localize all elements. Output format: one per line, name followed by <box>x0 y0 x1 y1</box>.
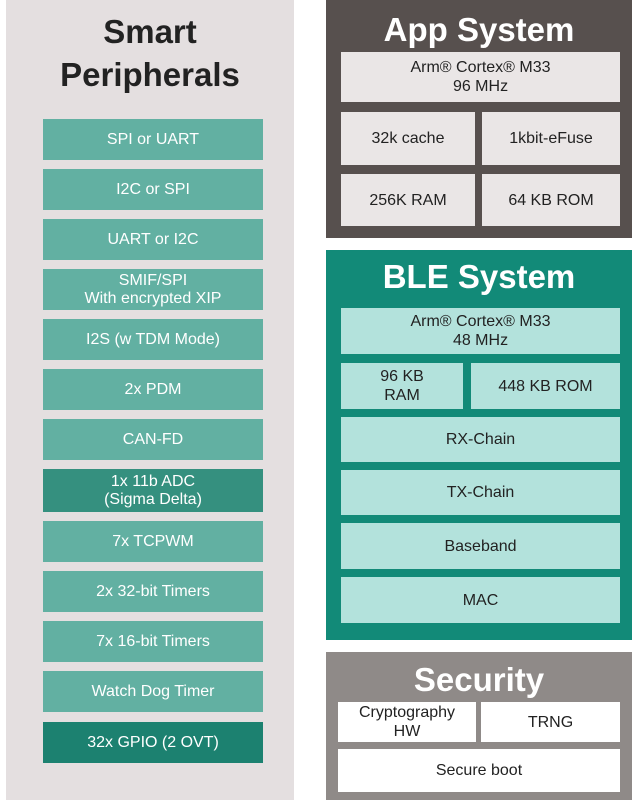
peripheral-can-fd: CAN-FD <box>43 419 263 460</box>
ble-ram-box: 96 KB RAM <box>341 363 463 409</box>
ble-cpu-name: Arm® Cortex® M33 <box>410 313 551 330</box>
app-efuse-label: 1kbit-eFuse <box>509 130 593 147</box>
peripheral-16bit-timers: 7x 16-bit Timers <box>43 621 263 662</box>
app-cache-box: 32k cache <box>341 112 475 165</box>
peripheral-smif-spi: SMIF/SPI With encrypted XIP <box>43 269 263 310</box>
security-secure-boot-label: Secure boot <box>435 762 523 779</box>
security-trng-label: TRNG <box>527 713 574 731</box>
peripheral-i2c-spi: I2C or SPI <box>43 169 263 210</box>
security-panel: Security Cryptography HW TRNG Secure boo… <box>326 652 632 800</box>
ble-mac-label: MAC <box>462 591 499 609</box>
peripheral-pdm: 2x PDM <box>43 369 263 410</box>
ble-tx-chain-label: TX-Chain <box>446 484 515 501</box>
ble-ram-label: RAM <box>384 387 420 404</box>
peripheral-spi-uart: SPI or UART <box>43 119 263 160</box>
ble-system-title: BLE System <box>382 258 576 295</box>
app-system-panel: App System Arm® Cortex® M33 96 MHz 32k c… <box>326 0 632 238</box>
peripheral-label: 1x 11b ADC <box>110 472 196 490</box>
ble-tx-chain-box: TX-Chain <box>341 470 620 515</box>
peripheral-tcpwm: 7x TCPWM <box>43 521 263 562</box>
peripheral-label: CAN-FD <box>122 430 184 448</box>
app-cpu-name: Arm® Cortex® M33 <box>410 59 551 76</box>
peripheral-label: UART or I2C <box>107 230 199 248</box>
app-ram-label: 256K RAM <box>369 191 447 209</box>
app-system-title: App System <box>383 11 575 48</box>
ble-system-panel: BLE System Arm® Cortex® M33 48 MHz 96 KB… <box>326 250 632 640</box>
ble-rom-box: 448 KB ROM <box>471 363 620 409</box>
app-cache-label: 32k cache <box>371 130 445 147</box>
ble-rx-chain-box: RX-Chain <box>341 417 620 462</box>
peripheral-label: 7x 16-bit Timers <box>96 632 210 650</box>
app-cpu-freq: 96 MHz <box>452 78 509 95</box>
peripheral-sublabel: (Sigma Delta) <box>104 490 202 508</box>
app-cpu-box: Arm® Cortex® M33 96 MHz <box>341 52 620 102</box>
ble-cpu-box: Arm® Cortex® M33 48 MHz <box>341 308 620 354</box>
smart-peripherals-panel: Smart Peripherals SPI or UART I2C or SPI… <box>6 0 294 800</box>
peripheral-label: 2x PDM <box>124 380 182 398</box>
security-crypto-sublabel: HW <box>393 723 421 740</box>
peripheral-uart-i2c: UART or I2C <box>43 219 263 260</box>
ble-baseband-label: Baseband <box>444 537 517 555</box>
peripheral-i2s: I2S (w TDM Mode) <box>43 319 263 360</box>
peripheral-gpio: 32x GPIO (2 OVT) <box>43 722 263 763</box>
smart-peripherals-title-line2: Peripherals <box>60 56 240 93</box>
peripheral-32bit-timers: 2x 32-bit Timers <box>43 571 263 612</box>
app-efuse-box: 1kbit-eFuse <box>482 112 620 165</box>
peripheral-label: I2S (w TDM Mode) <box>86 330 220 348</box>
app-rom-label: 64 KB ROM <box>508 191 594 209</box>
peripheral-label: I2C or SPI <box>116 180 190 198</box>
security-title: Security <box>413 661 545 698</box>
peripheral-label: 2x 32-bit Timers <box>96 582 210 600</box>
ble-ram-size: 96 KB <box>380 368 424 385</box>
app-rom-box: 64 KB ROM <box>482 174 620 226</box>
peripheral-label: SMIF/SPI <box>118 271 188 289</box>
peripheral-label: SPI or UART <box>106 130 200 148</box>
security-secure-boot-box: Secure boot <box>338 749 620 792</box>
ble-rom-label: 448 KB ROM <box>498 377 593 395</box>
app-ram-box: 256K RAM <box>341 174 475 226</box>
peripheral-label: 7x TCPWM <box>112 532 194 550</box>
smart-peripherals-title-line1: Smart <box>103 13 197 50</box>
security-trng-box: TRNG <box>481 702 620 742</box>
security-crypto-label: Cryptography <box>358 704 456 721</box>
peripheral-label: Watch Dog Timer <box>91 682 215 700</box>
ble-baseband-box: Baseband <box>341 523 620 569</box>
peripheral-label: 32x GPIO (2 OVT) <box>87 733 219 751</box>
peripheral-sublabel: With encrypted XIP <box>84 289 222 307</box>
ble-mac-box: MAC <box>341 577 620 623</box>
ble-rx-chain-label: RX-Chain <box>445 431 516 448</box>
ble-cpu-freq: 48 MHz <box>452 332 509 349</box>
peripheral-watchdog-timer: Watch Dog Timer <box>43 671 263 712</box>
security-crypto-box: Cryptography HW <box>338 702 476 742</box>
peripheral-adc: 1x 11b ADC (Sigma Delta) <box>43 469 263 512</box>
smart-peripherals-title: Smart Peripherals <box>6 10 294 96</box>
